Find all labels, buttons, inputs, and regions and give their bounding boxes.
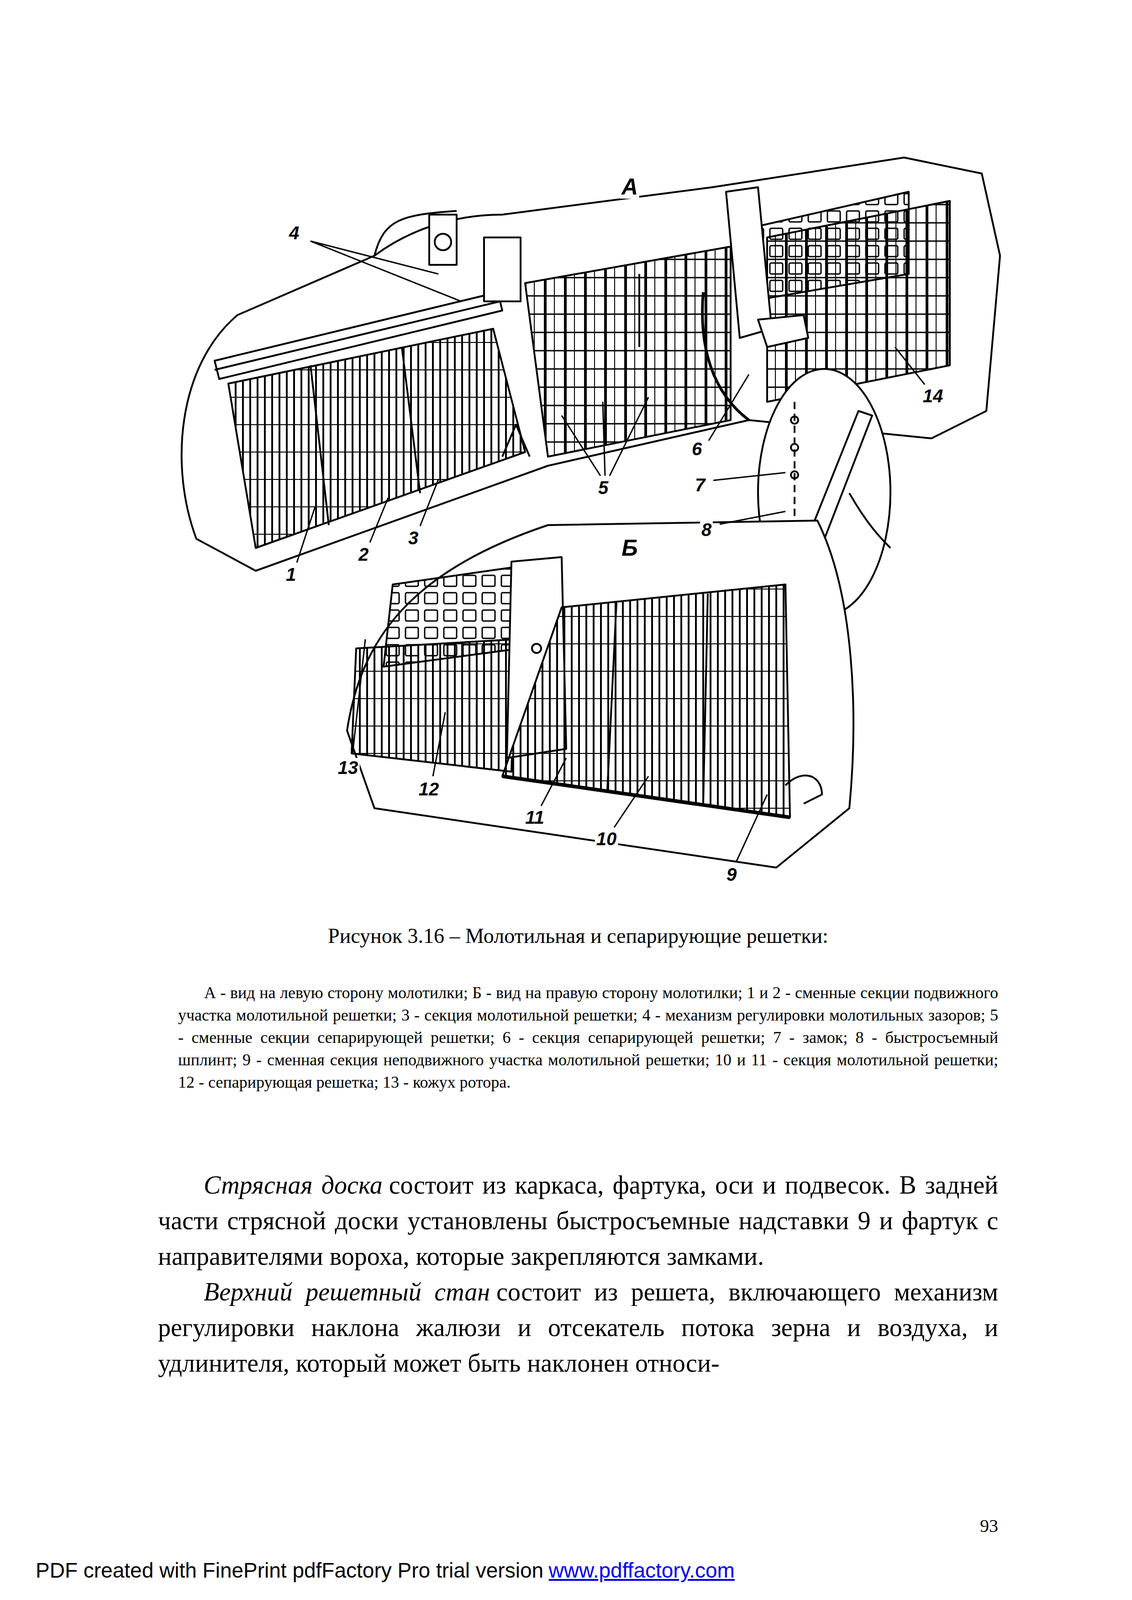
callout-number: 5 (596, 478, 610, 498)
callout-number: 12 (417, 779, 441, 799)
watermark-link: www.pdffactory.com (548, 1558, 735, 1583)
term: Верхний решетный стан (203, 1277, 490, 1306)
callout-number: 2 (357, 544, 370, 564)
footer: PDF created with FinePrint pdfFactory Pr… (35, 1558, 735, 1583)
figure-legend: А - вид на левую сторону молотилки; Б - … (178, 981, 999, 1094)
figure-caption: Рисунок 3.16 – Молотильная и сепарирующи… (157, 923, 999, 949)
callout-number: 8 (700, 520, 713, 540)
callout-number: 7 (693, 475, 707, 495)
view-letter: Б (620, 536, 639, 560)
paragraph: Верхний решетный стансостоит из решета, … (157, 1274, 999, 1381)
callout-number: 13 (336, 758, 360, 778)
callout-number: 3 (406, 528, 420, 548)
callout-number: 1 (284, 564, 298, 585)
callout-number: 10 (594, 829, 619, 849)
callout-number: 4 (287, 223, 301, 243)
term: Стрясная доска (203, 1170, 383, 1200)
callout-number: 14 (921, 386, 945, 406)
paragraph: Стрясная доскасостоит из каркаса, фартук… (157, 1167, 999, 1275)
callout-number: 9 (725, 864, 738, 885)
watermark: PDF created with FinePrint pdfFactory Pr… (35, 1558, 544, 1583)
view-letter: А (620, 174, 640, 199)
callout-number: 6 (690, 439, 704, 459)
page-number: 93 (958, 1515, 999, 1537)
body-text: Стрясная доскасостоит из каркаса, фартук… (157, 1167, 999, 1381)
callout-number: 11 (523, 807, 546, 827)
